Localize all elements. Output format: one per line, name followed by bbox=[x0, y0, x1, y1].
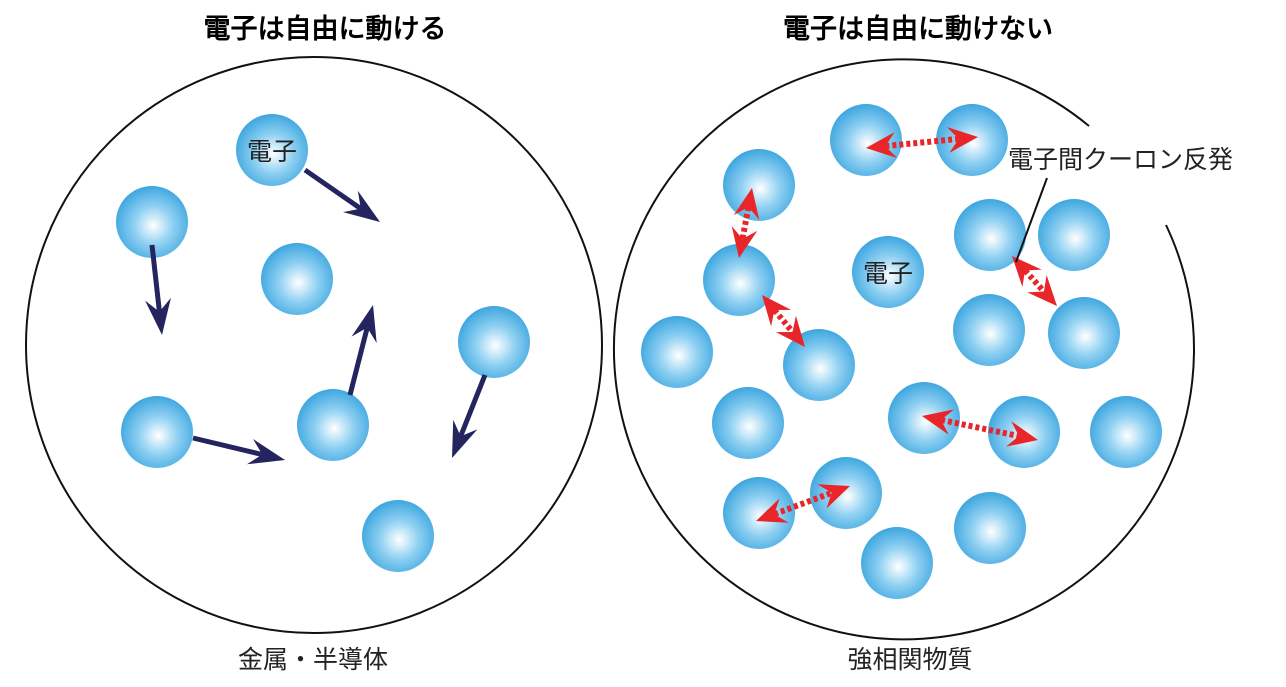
left-electron-label: 電子 bbox=[247, 137, 297, 166]
electron-ball bbox=[1090, 396, 1162, 468]
left-motion-arrows bbox=[145, 167, 488, 465]
electron-ball bbox=[861, 527, 933, 599]
right-caption: 強相関物質 bbox=[847, 645, 972, 674]
arrow-head-icon bbox=[351, 305, 377, 344]
arrow-head-icon bbox=[452, 419, 478, 458]
electron-ball bbox=[712, 387, 784, 459]
electron-ball bbox=[954, 492, 1026, 564]
right-electron-label: 電子 bbox=[863, 259, 913, 288]
arrow-head-icon bbox=[731, 226, 758, 258]
electron-ball bbox=[888, 382, 960, 454]
electron-ball bbox=[236, 114, 308, 186]
arrow-head-icon bbox=[1027, 275, 1057, 306]
electron-ball bbox=[953, 294, 1025, 366]
left-caption: 金属・半導体 bbox=[238, 645, 388, 674]
electron-ball bbox=[830, 104, 902, 176]
electron-ball bbox=[810, 457, 882, 529]
arrow-head-icon bbox=[246, 438, 285, 465]
right-title: 電子は自由に動けない bbox=[783, 13, 1053, 45]
motion-arrow bbox=[347, 327, 370, 396]
motion-arrow bbox=[192, 435, 263, 457]
repulsion-arrow bbox=[940, 417, 1020, 439]
motion-arrow bbox=[149, 244, 162, 313]
arrow-head-icon bbox=[775, 315, 805, 347]
electron-ball bbox=[362, 500, 434, 572]
electron-ball bbox=[852, 236, 924, 308]
correlated-boundary-circle bbox=[613, 58, 1196, 641]
repulsion-arrow bbox=[739, 206, 752, 240]
arrow-head-icon bbox=[145, 297, 171, 335]
repulsion-arrow bbox=[885, 135, 959, 150]
electron-ball bbox=[297, 389, 369, 461]
arrow-head-icon bbox=[1012, 256, 1042, 287]
repulsion-arrow bbox=[772, 308, 795, 334]
arrow-head-icon bbox=[922, 409, 955, 435]
arrow-head-icon bbox=[1005, 421, 1038, 447]
arrow-head-icon bbox=[946, 126, 978, 153]
motion-arrow bbox=[458, 374, 488, 438]
repulsion-leader-line bbox=[1015, 177, 1048, 263]
left-electrons bbox=[116, 114, 530, 572]
electron-ball bbox=[723, 149, 795, 221]
electron-ball bbox=[703, 244, 775, 316]
left-title: 電子は自由に動ける bbox=[204, 13, 447, 45]
arrow-head-icon bbox=[817, 484, 850, 509]
electron-ball bbox=[121, 396, 193, 468]
electron-ball bbox=[1048, 297, 1120, 369]
electron-ball bbox=[723, 477, 795, 549]
electron-ball bbox=[641, 316, 713, 388]
electron-ball bbox=[261, 243, 333, 315]
electron-ball bbox=[458, 306, 530, 378]
right-electrons bbox=[641, 104, 1162, 599]
repulsion-arrow bbox=[773, 489, 833, 518]
right-repulsion-arrows bbox=[731, 126, 1057, 523]
electron-ball bbox=[1038, 199, 1110, 271]
arrow-head-icon bbox=[733, 188, 760, 220]
metal-boundary-circle bbox=[25, 56, 603, 634]
arrow-head-icon bbox=[762, 295, 792, 327]
arrow-head-icon bbox=[866, 132, 898, 159]
electron-ball bbox=[954, 199, 1026, 271]
repulsion-arrow bbox=[1022, 268, 1047, 294]
electron-ball bbox=[783, 329, 855, 401]
repulsion-label: 電子間クーロン反発 bbox=[1008, 145, 1233, 174]
motion-arrow bbox=[303, 167, 363, 211]
electron-ball bbox=[116, 186, 188, 258]
arrow-head-icon bbox=[756, 498, 789, 523]
